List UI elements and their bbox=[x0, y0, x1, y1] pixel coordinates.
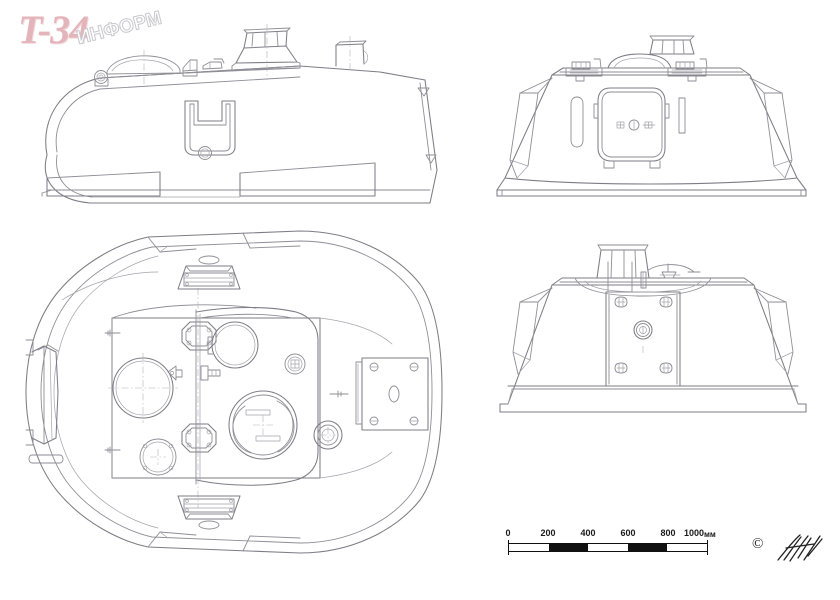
copyright-icon: © bbox=[752, 536, 764, 552]
scale-segment-4 bbox=[627, 544, 668, 551]
scale-tick-600: 600 bbox=[620, 528, 636, 538]
credit-block: © bbox=[752, 530, 828, 570]
scale-segment-3 bbox=[588, 544, 628, 551]
view-rear-elevation bbox=[496, 35, 807, 197]
scale-tick-0: 0 bbox=[505, 528, 511, 538]
view-front-elevation bbox=[499, 244, 807, 413]
scale-tick-1000: 1000 bbox=[683, 528, 705, 538]
view-plan-top bbox=[25, 230, 443, 554]
scale-tick-400: 400 bbox=[580, 528, 596, 538]
scale-segment-1 bbox=[509, 544, 549, 551]
scale-bar-segments bbox=[508, 543, 708, 552]
signature-mark bbox=[777, 534, 823, 562]
scale-units-label: мм bbox=[704, 530, 716, 539]
scale-segment-5 bbox=[667, 544, 707, 551]
view-side-elevation bbox=[41, 24, 438, 204]
scale-bar: 0 200 400 600 800 1000 мм bbox=[505, 528, 720, 556]
scale-bar-labels: 0 200 400 600 800 1000 мм bbox=[505, 528, 720, 541]
scale-tick-200: 200 bbox=[540, 528, 556, 538]
scale-segment-2 bbox=[548, 544, 589, 551]
scale-tick-800: 800 bbox=[660, 528, 676, 538]
